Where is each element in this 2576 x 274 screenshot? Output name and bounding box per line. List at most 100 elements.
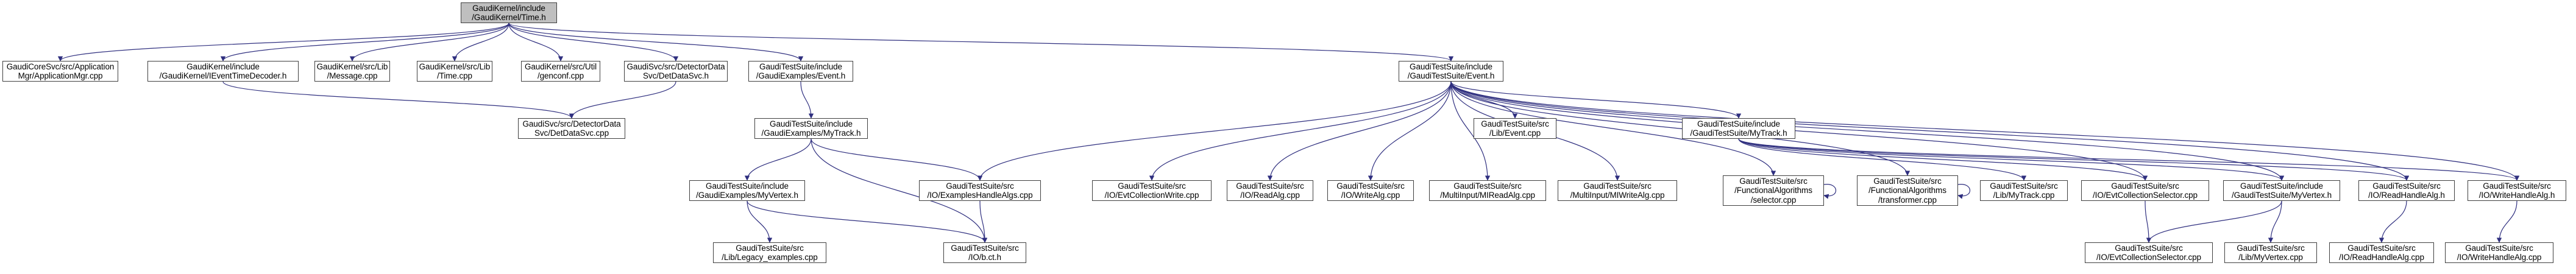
graph-node-label-line: /transformer.cpp xyxy=(1878,195,1937,205)
graph-node-label-line: GaudiTestSuite/src xyxy=(2111,181,2179,191)
graph-edge xyxy=(1738,138,2285,181)
graph-edge xyxy=(979,200,988,243)
graph-node-label-line: GaudiTestSuite/src xyxy=(2347,243,2416,253)
graph-edge xyxy=(508,23,804,61)
graph-node[interactable]: GaudiTestSuite/include/GaudiExamples/MyV… xyxy=(689,180,805,201)
graph-node-label-line: GaudiTestSuite/src xyxy=(2483,181,2551,191)
graph-node-label-line: GaudiTestSuite/src xyxy=(2372,181,2441,191)
graph-node[interactable]: GaudiTestSuite/src/IO/WriteHandleAlg.cpp xyxy=(2445,242,2553,263)
graph-node-label-line: GaudiKernel/include xyxy=(186,61,260,71)
graph-edge xyxy=(1957,184,1970,199)
graph-node[interactable]: GaudiTestSuite/src/MultiInput/MIReadAlg.… xyxy=(1429,180,1546,201)
graph-node-label-line: GaudiCoreSvc/src/Application xyxy=(6,61,115,71)
graph-node[interactable]: GaudiTestSuite/src/Lib/Event.cpp xyxy=(1474,118,1556,139)
graph-node[interactable]: GaudiTestSuite/src/IO/WriteHandleAlg.h xyxy=(2468,180,2566,201)
graph-node-label-line: GaudiSvc/src/DetectorData xyxy=(626,61,725,71)
graph-node[interactable]: GaudiTestSuite/src/IO/ReadHandleAlg.cpp xyxy=(2329,242,2434,263)
graph-node[interactable]: GaudiTestSuite/include/GaudiExamples/Eve… xyxy=(748,61,853,82)
graph-edge xyxy=(744,138,812,181)
graph-node[interactable]: GaudiTestSuite/src/IO/ReadHandleAlg.h xyxy=(2358,180,2455,201)
graph-node-label-line: GaudiTestSuite/src xyxy=(2115,243,2183,253)
graph-node[interactable]: GaudiTestSuite/src/IO/EvtCollectionWrite… xyxy=(1092,180,1212,201)
graph-node-label-line: /FunctionalAlgorithms xyxy=(1734,186,1812,195)
graph-node[interactable]: GaudiKernel/include/GaudiKernel/IEventTi… xyxy=(147,61,299,82)
graph-edge xyxy=(2379,200,2407,243)
graph-node-label-line: /Lib/Legacy_examples.cpp xyxy=(722,253,818,262)
graph-node-label-line: /GaudiKernel/IEventTimeDecoder.h xyxy=(159,71,287,80)
graph-node-label-line: Svc/DetDataSvc.h xyxy=(643,71,709,80)
graph-node[interactable]: GaudiKernel/src/Lib/Message.cpp xyxy=(314,61,390,82)
graph-node-label-line: /IO/WriteHandleAlg.h xyxy=(2478,191,2555,200)
graph-edge xyxy=(747,200,988,243)
graph-node-label-line: GaudiTestSuite/src xyxy=(1336,181,1405,191)
graph-edge xyxy=(1149,81,1452,181)
graph-node[interactable]: GaudiTestSuite/include/GaudiTestSuite/My… xyxy=(2223,180,2340,201)
graph-node[interactable]: GaudiTestSuite/include/GaudiTestSuite/My… xyxy=(1682,118,1795,139)
graph-edge xyxy=(2146,200,2282,243)
graph-edge xyxy=(1450,81,2410,181)
graph-edge xyxy=(57,23,509,61)
graph-node-label-line: GaudiKernel/src/Lib xyxy=(316,61,388,71)
graph-node[interactable]: GaudiTestSuite/src/FunctionalAlgorithms/… xyxy=(1857,175,1958,206)
graph-node-label-line: GaudiTestSuite/include xyxy=(2240,181,2323,191)
graph-node[interactable]: GaudiTestSuite/src/Lib/Legacy_examples.c… xyxy=(713,242,826,263)
graph-edge xyxy=(1450,81,1518,119)
graph-node[interactable]: GaudiTestSuite/src/Lib/MyVertex.cpp xyxy=(2224,242,2317,263)
graph-node-label-line: /IO/ReadHandleAlg.h xyxy=(2368,191,2445,200)
graph-node[interactable]: GaudiTestSuite/src/IO/ExamplesHandleAlgs… xyxy=(919,180,1041,201)
graph-node-label-line: GaudiTestSuite/src xyxy=(946,181,1014,191)
graph-node-label-line: GaudiTestSuite/src xyxy=(736,243,804,253)
graph-node-label-line: /IO/b.ct.h xyxy=(968,253,1001,262)
graph-node[interactable]: GaudiTestSuite/src/IO/EvtCollectionSelec… xyxy=(2081,180,2209,201)
graph-edge xyxy=(508,23,679,61)
graph-node-label-line: /genconf.cpp xyxy=(537,71,584,80)
graph-node-label-line: GaudiTestSuite/include xyxy=(706,181,789,191)
graph-edge xyxy=(2268,200,2282,243)
graph-node-label-line: /MultiInput/MIWriteAlg.cpp xyxy=(1570,191,1665,200)
graph-node-label-line: GaudiTestSuite/include xyxy=(770,119,853,128)
graph-edge xyxy=(1738,138,2148,181)
graph-node-label-line: /FunctionalAlgorithms xyxy=(1868,186,1946,195)
graph-node-label-line: /IO/WriteHandleAlg.cpp xyxy=(2457,253,2542,262)
graph-node[interactable]: GaudiTestSuite/include/GaudiExamples/MyT… xyxy=(754,118,868,139)
graph-node[interactable]: GaudiTestSuite/src/Lib/MyTrack.cpp xyxy=(1980,180,2068,201)
graph-node-label-line: /Lib/MyTrack.cpp xyxy=(1993,191,2055,200)
graph-edge xyxy=(1450,81,1742,119)
graph-node-label-line: GaudiTestSuite/src xyxy=(2465,243,2533,253)
graph-node[interactable]: GaudiKernel/src/Lib/Time.cpp xyxy=(417,61,492,82)
graph-node-label-line: GaudiTestSuite/src xyxy=(951,243,1019,253)
graph-edge xyxy=(2496,200,2517,243)
graph-node[interactable]: GaudiTestSuite/src/IO/EvtCollectionSelec… xyxy=(2085,242,2213,263)
graph-edge xyxy=(1738,138,2409,181)
graph-node-label-line: GaudiTestSuite/src xyxy=(1583,181,1652,191)
graph-node-label-line: /IO/ReadAlg.cpp xyxy=(1240,191,1300,200)
graph-node[interactable]: GaudiTestSuite/src/IO/WriteAlg.cpp xyxy=(1327,180,1414,201)
graph-node-label-line: /GaudiExamples/MyTrack.h xyxy=(761,128,861,138)
graph-node[interactable]: GaudiTestSuite/include/GaudiTestSuite/Ev… xyxy=(1399,61,1503,82)
graph-node-label-line: GaudiKernel/src/Lib xyxy=(419,61,491,71)
graph-node[interactable]: GaudiTestSuite/src/FunctionalAlgorithms/… xyxy=(1723,175,1824,206)
graph-node-label-line: /GaudiExamples/Event.h xyxy=(756,71,846,80)
graph-node[interactable]: GaudiTestSuite/src/IO/ReadAlg.cpp xyxy=(1227,180,1313,201)
graph-node[interactable]: GaudiTestSuite/src/MultiInput/MIWriteAlg… xyxy=(1558,180,1677,201)
graph-edge xyxy=(747,200,773,243)
graph-node-label-line: /Lib/MyVertex.cpp xyxy=(2238,253,2303,262)
graph-edge xyxy=(1267,81,1452,181)
graph-node-label-line: /IO/ReadHandleAlg.cpp xyxy=(2339,253,2424,262)
graph-edge xyxy=(508,23,1453,61)
graph-edge xyxy=(452,23,509,61)
graph-node-label-line: GaudiSvc/src/DetectorData xyxy=(522,119,621,128)
graph-node[interactable]: GaudiKernel/src/Util/genconf.cpp xyxy=(521,61,600,82)
graph-node-label-line: /IO/EvtCollectionSelector.cpp xyxy=(2093,191,2198,200)
graph-node-label-line: /Time.cpp xyxy=(437,71,472,80)
graph-node-root[interactable]: GaudiKernel/include/GaudiKernel/Time.h xyxy=(461,2,557,23)
graph-node[interactable]: GaudiTestSuite/src/IO/b.ct.h xyxy=(943,242,1026,263)
graph-edge xyxy=(1450,81,2520,181)
graph-node-label-line: /IO/WriteAlg.cpp xyxy=(1341,191,1400,200)
graph-node-label-line: Mgr/ApplicationMgr.cpp xyxy=(18,71,103,80)
graph-node-label-line: /GaudiTestSuite/MyVertex.h xyxy=(2232,191,2332,200)
